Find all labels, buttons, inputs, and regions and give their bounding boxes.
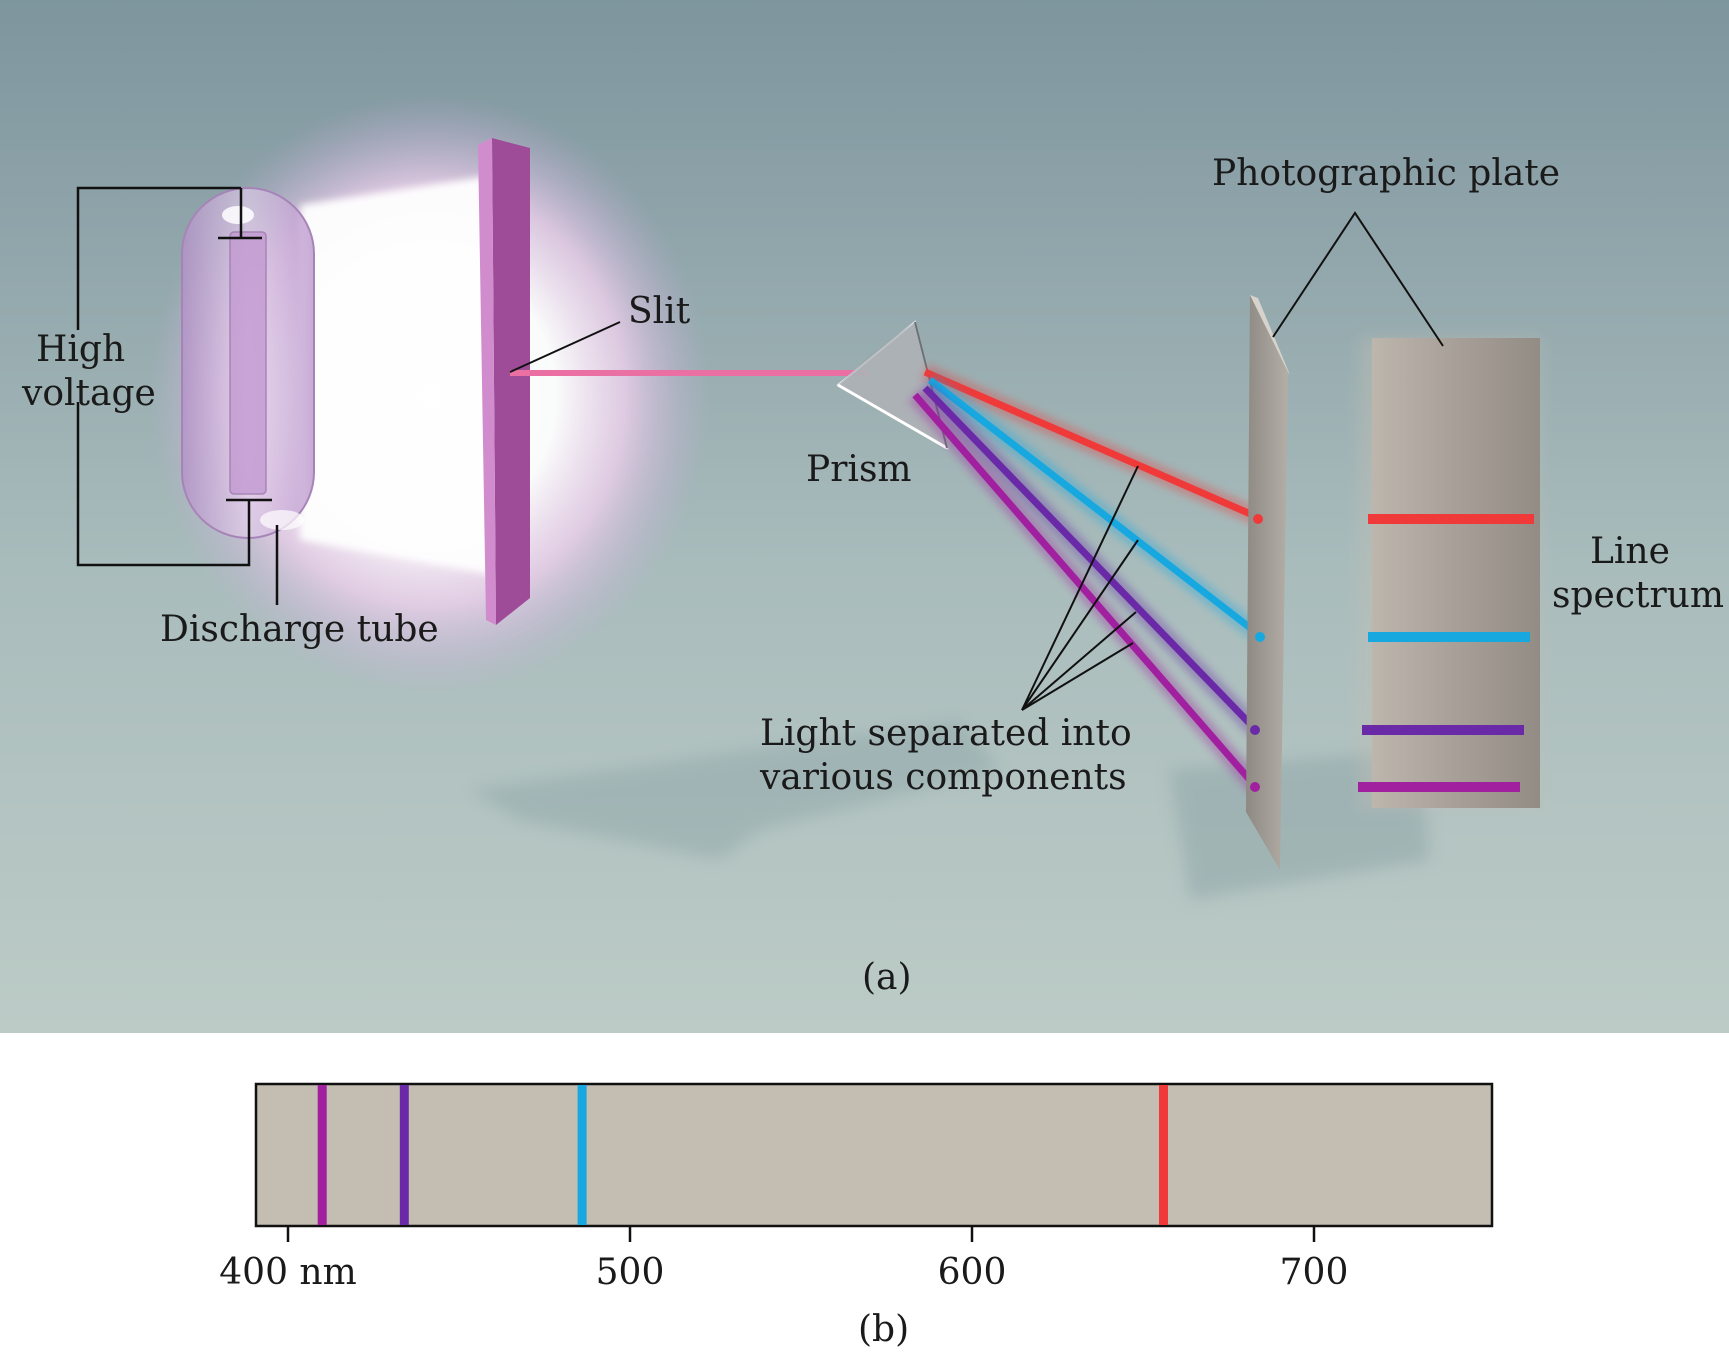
label-high: High <box>36 329 126 370</box>
label-discharge-tube: Discharge tube <box>160 609 439 650</box>
label-photographic-plate: Photographic plate <box>1212 153 1561 194</box>
discharge-tube <box>181 187 315 539</box>
axis-tick-label-500: 500 <box>595 1252 665 1293</box>
shadow-floor <box>470 720 1000 860</box>
label-prism: Prism <box>806 449 912 490</box>
label-spectrum: spectrum <box>1552 575 1724 616</box>
photographic-plate-flat <box>1358 338 1540 808</box>
spectrum-line-656 <box>1159 1085 1168 1225</box>
label-voltage: voltage <box>22 373 156 414</box>
axis-tick-label-400: 400 nm <box>219 1252 357 1293</box>
spectrum-line-486 <box>577 1085 587 1225</box>
label-slit: Slit <box>628 291 691 332</box>
light-cone <box>300 175 495 575</box>
label-line: Line <box>1590 531 1670 572</box>
caption-a: (a) <box>862 957 912 998</box>
label-various-components: various components <box>760 757 1127 798</box>
axis-tick-label-700: 700 <box>1279 1252 1349 1293</box>
caption-b: (b) <box>858 1309 910 1350</box>
photographic-plate-angled <box>1246 295 1290 870</box>
leader-lines <box>509 211 1444 711</box>
spectrum-line-410 <box>317 1085 327 1225</box>
dispersed-beams <box>908 363 1268 793</box>
axis-tick-label-600: 600 <box>937 1252 1007 1293</box>
spectrum-line-434 <box>399 1085 409 1225</box>
label-light-separated: Light separated into <box>760 713 1132 754</box>
slit-screen <box>478 138 530 625</box>
high-voltage-circuit <box>76 186 279 605</box>
spectrum-strip <box>254 1082 1494 1242</box>
